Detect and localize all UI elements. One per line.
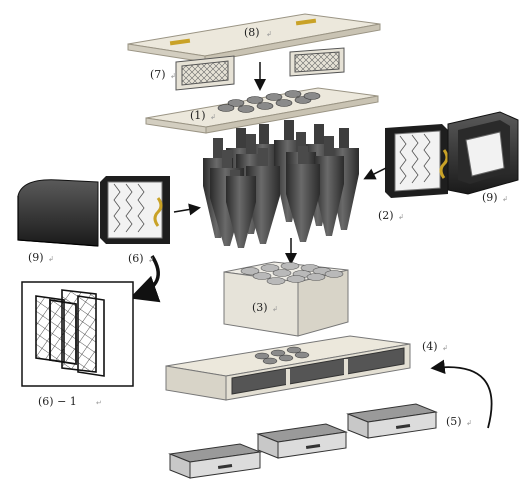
edit-mark: ↲ (48, 255, 54, 263)
hood-9-right (447, 111, 519, 195)
drawer-5 (168, 443, 262, 479)
label-1: (1) (190, 109, 206, 122)
assembly-arrow (363, 167, 387, 180)
edit-mark: ↲ (442, 344, 448, 352)
label-8: (8) (244, 26, 260, 39)
base-tray-4 (165, 335, 411, 401)
edit-mark: ↲ (210, 113, 216, 121)
filter-frame-6 (100, 176, 170, 244)
cyclone-bank (203, 120, 359, 248)
assembly-arrow (173, 203, 201, 216)
gold-latch (439, 149, 449, 179)
label-9-right: (9) (482, 191, 498, 204)
label-3: (3) (252, 301, 268, 314)
box-holes (240, 262, 344, 285)
small-filter-cassette-7-left (175, 55, 235, 91)
edit-mark: ↲ (266, 30, 272, 38)
drawer-insert-arrow (430, 359, 493, 429)
edit-mark: ↲ (502, 195, 508, 203)
label-6: (6) (128, 252, 144, 265)
edit-mark: ↵ (96, 399, 102, 407)
label-5: (5) (446, 415, 462, 428)
cyclone-unit (286, 146, 320, 242)
tray-holes (254, 346, 310, 365)
part-labels: (8) ↲ (7) ↲ (1) ↲ (2) ↲ (9) ↲ (9) ↲ (6) … (28, 26, 508, 428)
hole-plate-1 (145, 87, 379, 134)
edit-mark: ↲ (466, 419, 472, 427)
filter-frame-2 (385, 124, 449, 198)
small-filter-cassette-7-right (289, 47, 345, 77)
edit-mark: ↲ (170, 72, 176, 80)
lid-hinge (295, 18, 317, 26)
label-7: (7) (150, 68, 166, 81)
label-4: (4) (422, 340, 438, 353)
edit-mark: ↲ (272, 305, 278, 313)
gold-latch (153, 197, 163, 227)
drawer-5 (256, 423, 348, 459)
filter-layers-6-1-detail (21, 281, 134, 387)
label-2: (2) (378, 209, 394, 222)
top-lid-panel-8 (127, 13, 381, 63)
hood-9-left (17, 179, 99, 247)
plate-holes (217, 90, 321, 113)
lid-hinge (169, 38, 191, 46)
detail-arrow (129, 255, 161, 303)
edit-mark: ↲ (398, 213, 404, 221)
label-6-1: (6) − 1 (38, 395, 77, 408)
label-9-left: (9) (28, 251, 44, 264)
edit-mark: ↲ (148, 256, 154, 264)
drawer-5 (346, 403, 438, 439)
collection-box-3 (223, 261, 349, 337)
cyclone-unit (226, 170, 256, 248)
